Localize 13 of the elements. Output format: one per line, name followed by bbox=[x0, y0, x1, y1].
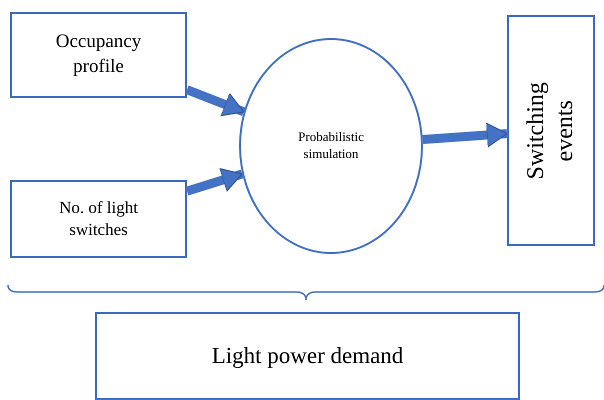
node-label: Switching events bbox=[522, 80, 579, 182]
node-label: Occupancy profile bbox=[54, 30, 142, 79]
input-box bbox=[10, 180, 187, 258]
arrow bbox=[422, 122, 508, 148]
result-box bbox=[95, 312, 520, 400]
node-label: No. of light switches bbox=[58, 196, 139, 241]
node-label: Light power demand bbox=[212, 342, 404, 370]
node-label: Probabilistic simulation bbox=[297, 129, 365, 163]
output-box bbox=[507, 15, 595, 246]
process-circle bbox=[239, 38, 423, 254]
arrow bbox=[186, 168, 244, 196]
arrow bbox=[185, 85, 246, 116]
input-box bbox=[10, 12, 187, 98]
